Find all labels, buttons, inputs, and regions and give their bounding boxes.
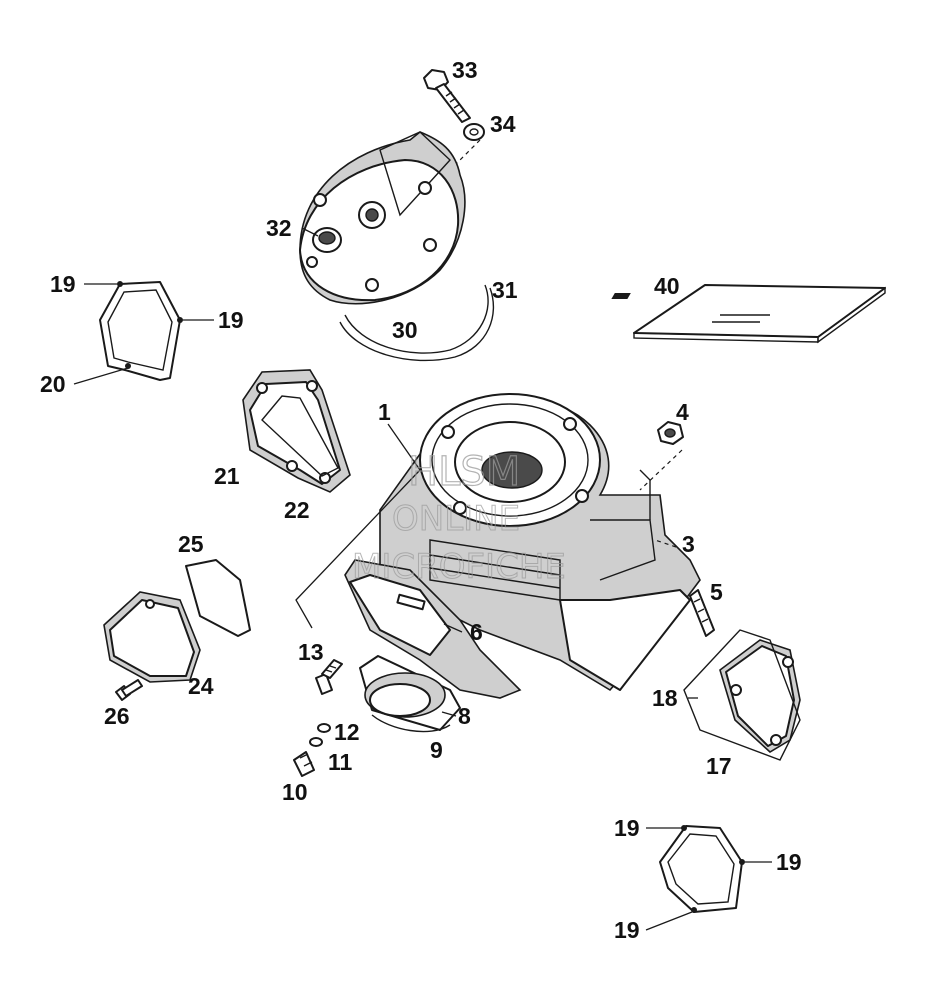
callout-22: 22 [284, 497, 310, 523]
callout-8: 8 [458, 703, 471, 729]
part-24-cover[interactable] [103, 591, 201, 683]
part-8-intake-manifold[interactable] [359, 655, 461, 731]
watermark-line-2: ONLINE [392, 499, 520, 539]
callout-17: 17 [706, 753, 732, 779]
callout-32: 32 [266, 215, 292, 241]
leader-3 [654, 539, 677, 548]
part-22-reed-gasket[interactable] [261, 395, 339, 477]
part-25-gasket[interactable] [185, 559, 251, 637]
part-33-head-bolt[interactable] [423, 69, 471, 123]
part-13-bolt[interactable] [315, 659, 343, 695]
callout-33: 33 [452, 57, 478, 83]
part-31-o-ring[interactable] [339, 287, 495, 362]
part-9-clamp[interactable] [371, 714, 451, 733]
part-11-lock-washer[interactable] [309, 737, 323, 747]
callout-4: 4 [676, 399, 689, 425]
callout-labels: 33 34 32 31 30 40 19 19 20 1 4 21 22 3 2… [40, 57, 802, 943]
part-20-gasket-upper[interactable] [99, 281, 183, 381]
callout-24: 24 [188, 673, 214, 699]
callout-10: 10 [282, 779, 308, 805]
part-26-screw[interactable] [115, 679, 143, 701]
leader-13 [295, 469, 421, 629]
part-6-reed-block[interactable] [344, 559, 522, 699]
callout-9: 9 [430, 737, 443, 763]
part-32-cylinder-head[interactable] [299, 131, 466, 305]
leader-32 [301, 227, 319, 237]
callout-11: 11 [328, 749, 353, 775]
callout-12: 12 [334, 719, 360, 745]
watermark-line-3: MICROFICHE [352, 547, 566, 587]
callout-40: 40 [654, 273, 680, 299]
watermark-line-1: HLSM [408, 449, 520, 495]
watermark: HLSM ONLINE MICROFICHE [352, 448, 567, 587]
callout-25: 25 [178, 531, 204, 557]
callout-18: 18 [652, 685, 678, 711]
callout-30: 30 [392, 317, 418, 343]
callout-19-lower-bottom: 19 [614, 917, 640, 943]
callout-34: 34 [490, 111, 516, 137]
leader-6 [443, 623, 463, 633]
part-17-exhaust-cover[interactable] [719, 639, 801, 753]
callout-19-upper-right: 19 [218, 307, 244, 333]
leader-1 [387, 423, 421, 471]
callout-1: 1 [378, 399, 391, 425]
callout-5: 5 [710, 579, 723, 605]
callout-13: 13 [298, 639, 324, 665]
part-21-reed-cover[interactable] [242, 369, 351, 493]
part-4-nut[interactable] [657, 421, 684, 445]
leader-8 [441, 711, 457, 717]
leader-20 [73, 367, 129, 385]
callout-3: 3 [682, 531, 695, 557]
part-40-manual[interactable] [611, 284, 886, 344]
part-5-stud[interactable] [689, 589, 715, 637]
callout-26: 26 [104, 703, 130, 729]
leader-4 [639, 449, 683, 491]
callout-19-upper-left: 19 [50, 271, 76, 297]
callout-6: 6 [470, 619, 483, 645]
part-30-head-gasket[interactable] [344, 284, 489, 354]
part-10-screw[interactable] [293, 751, 315, 777]
callout-21: 21 [214, 463, 240, 489]
part-1-cylinder[interactable] [379, 393, 701, 692]
callout-31: 31 [492, 277, 518, 303]
callout-19-lower-right: 19 [776, 849, 802, 875]
part-19-gasket-lower[interactable] [659, 825, 745, 913]
callout-20: 20 [40, 371, 66, 397]
part-18-exhaust-gasket[interactable] [683, 629, 801, 761]
part-12-washer[interactable] [317, 723, 331, 733]
callout-19-lower-top: 19 [614, 815, 640, 841]
part-34-washer[interactable] [463, 123, 485, 141]
leader-19e [645, 911, 693, 931]
